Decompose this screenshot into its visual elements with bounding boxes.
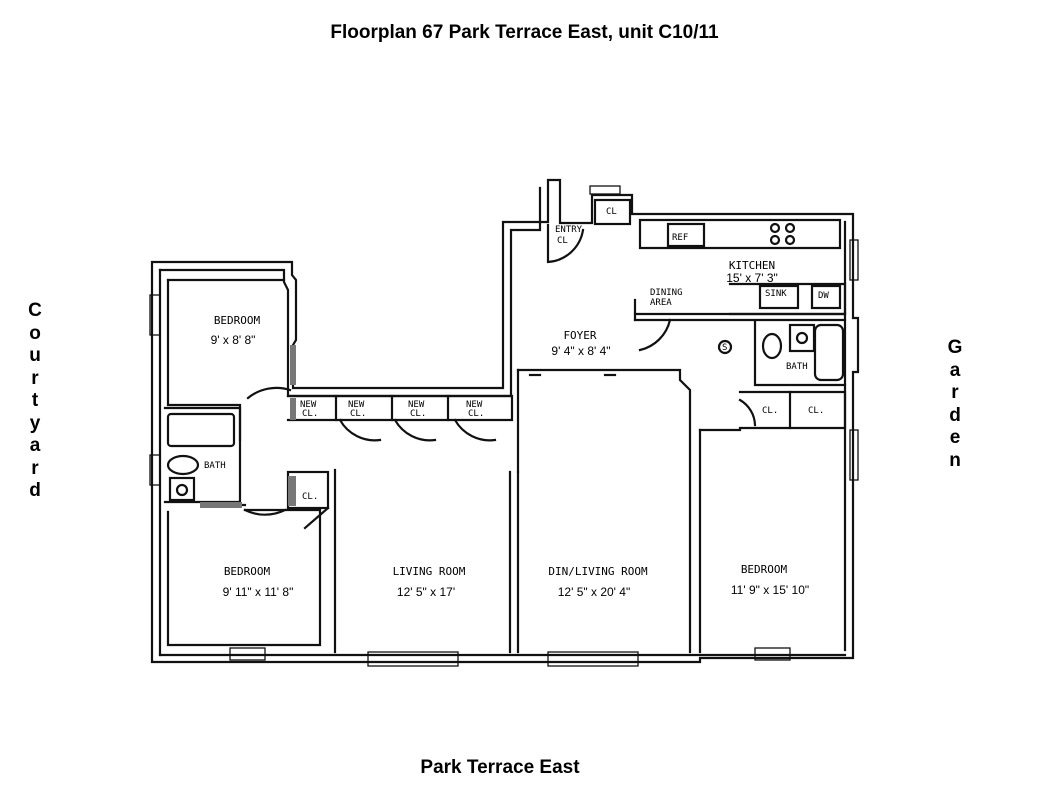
bedroom-nw-wall	[166, 278, 242, 442]
kitchen-counter	[638, 218, 842, 250]
bedroom-se-label: BEDROOM	[741, 563, 788, 576]
bedroom-sw-label: BEDROOM	[224, 565, 271, 578]
window-top	[589, 185, 621, 195]
bedroom-se-dims: 11' 9" x 15' 10"	[731, 583, 809, 597]
bath-east-wall	[753, 320, 847, 387]
closet-east-1-label: CL.	[762, 406, 778, 416]
window-south-1	[229, 647, 266, 661]
entry-label: ENTRY	[555, 225, 583, 235]
window-south-3	[547, 651, 639, 667]
foyer-door	[638, 318, 672, 352]
sink-label: SINK	[765, 289, 787, 299]
din-living-room-label: DIN/LIVING ROOM	[548, 565, 648, 578]
new-closet-3-cl-label: CL.	[410, 409, 426, 419]
kitchen-dims: 15' x 7' 3"	[726, 271, 778, 285]
dining-label: DINING	[650, 288, 683, 298]
new-closet-1-label: NEW	[300, 400, 317, 410]
foyer-label: FOYER	[563, 329, 596, 342]
closet-top-label: CL	[606, 207, 617, 217]
marker-circle	[717, 339, 733, 355]
bedroom-nw-dims: 9' x 8' 8"	[211, 333, 256, 347]
east-closets-wall	[738, 390, 847, 430]
din-living-room-dims: 12' 5" x 20' 4"	[558, 585, 630, 599]
outer-wall	[150, 178, 860, 664]
ref-label: REF	[672, 233, 688, 243]
new-closet-3-label: NEW	[408, 400, 425, 410]
window-west-2	[149, 454, 161, 486]
entry-door	[546, 223, 585, 264]
bath-west-wall	[163, 406, 242, 504]
window-east-1	[849, 239, 859, 281]
bedroom-nw-label: BEDROOM	[214, 314, 261, 327]
living-room-label: LIVING ROOM	[393, 565, 466, 578]
new-closet-4-label: NEW	[466, 400, 483, 410]
bath-west-label: BATH	[204, 461, 226, 471]
outer-wall-inner-line	[158, 186, 542, 398]
kitchen-label: KITCHEN	[729, 259, 775, 272]
new-closet-2-cl-label: CL.	[350, 409, 366, 419]
din-living-room-wall	[516, 368, 692, 654]
area-label: AREA	[650, 298, 672, 308]
window-south-4	[754, 647, 791, 661]
page-title: Floorplan 67 Park Terrace East, unit C10…	[330, 22, 719, 43]
bath-east-label: BATH	[786, 362, 808, 372]
foyer-dims: 9' 4" x 8' 4"	[551, 344, 610, 358]
bedroom-sw-dims: 9' 11" x 11' 8"	[223, 585, 294, 599]
window-east-2	[849, 429, 859, 481]
dw-label: DW	[818, 291, 829, 301]
closet-bedroom-sw-label: CL.	[302, 492, 318, 502]
new-closet-2-label: NEW	[348, 400, 365, 410]
bedroom-sw-wall	[166, 508, 322, 647]
closet-east-2-label: CL.	[808, 406, 824, 416]
new-closet-1-cl-label: CL.	[302, 409, 318, 419]
marker-label: S	[722, 343, 727, 353]
window-west-1	[149, 294, 161, 336]
new-closets-wall	[286, 394, 514, 422]
living-room-dims: 12' 5" x 17'	[397, 585, 455, 599]
street-label: Park Terrace East	[420, 757, 580, 778]
entry-closet-label: CL	[557, 236, 568, 246]
new-closet-4-cl-label: CL.	[468, 409, 484, 419]
window-south-2	[367, 651, 459, 667]
